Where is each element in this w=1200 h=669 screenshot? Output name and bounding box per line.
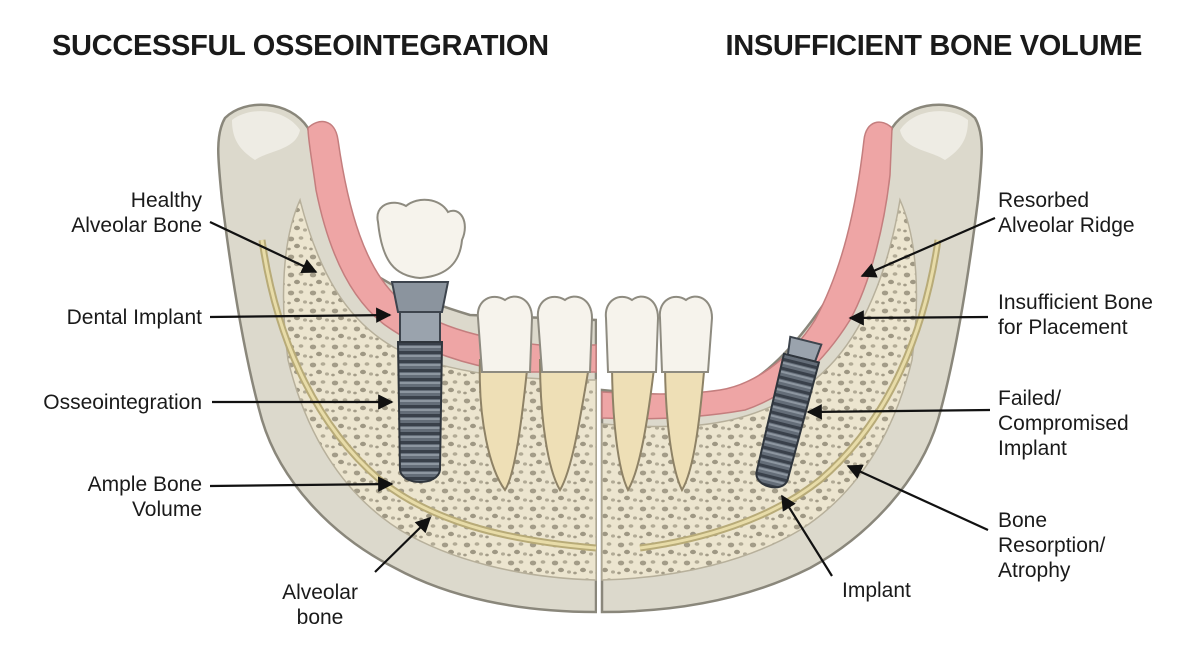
arrow-dental-implant — [209, 307, 392, 323]
arrow-ample-bone — [209, 476, 394, 492]
label-osseointegration: Osseointegration — [43, 391, 202, 414]
right-compromised-implant — [755, 335, 823, 489]
label-insufficient-bone: Insufficient Bone for Placement — [998, 291, 1153, 339]
arrow-failed-implant — [806, 404, 991, 420]
label-bone-resorption-atrophy: Bone Resorption/ Atrophy — [998, 509, 1106, 582]
arrow-resorbed-ridge — [860, 216, 996, 278]
left-jaw — [217, 103, 598, 614]
arrow-alveolar-bone — [374, 516, 432, 573]
label-dental-implant: Dental Implant — [66, 306, 202, 329]
left-natural-teeth — [476, 295, 594, 492]
right-natural-teeth — [604, 295, 714, 493]
annotation-arrows — [209, 216, 996, 577]
label-implant: Implant — [842, 579, 911, 602]
arrow-healthy-bone — [209, 221, 318, 274]
left-panel-title: SUCCESSFUL OSSEOINTEGRATION — [52, 30, 549, 62]
arrow-insufficient-bone — [848, 310, 989, 326]
label-ample-bone-volume: Ample Bone Volume — [87, 473, 202, 521]
right-panel-title: INSUFFICIENT BONE VOLUME — [725, 30, 1142, 62]
label-alveolar-bone: Alveolar bone — [282, 581, 358, 629]
label-healthy-alveolar-bone: Healthy Alveolar Bone — [71, 189, 202, 237]
label-resorbed-alveolar-ridge: Resorbed Alveolar Ridge — [998, 189, 1135, 237]
left-dental-implant — [376, 198, 466, 483]
right-jaw — [600, 103, 983, 614]
arrow-implant — [781, 494, 833, 577]
label-failed-compromised-implant: Failed/ Compromised Implant — [998, 387, 1129, 460]
arrow-bone-resorption — [846, 464, 989, 532]
